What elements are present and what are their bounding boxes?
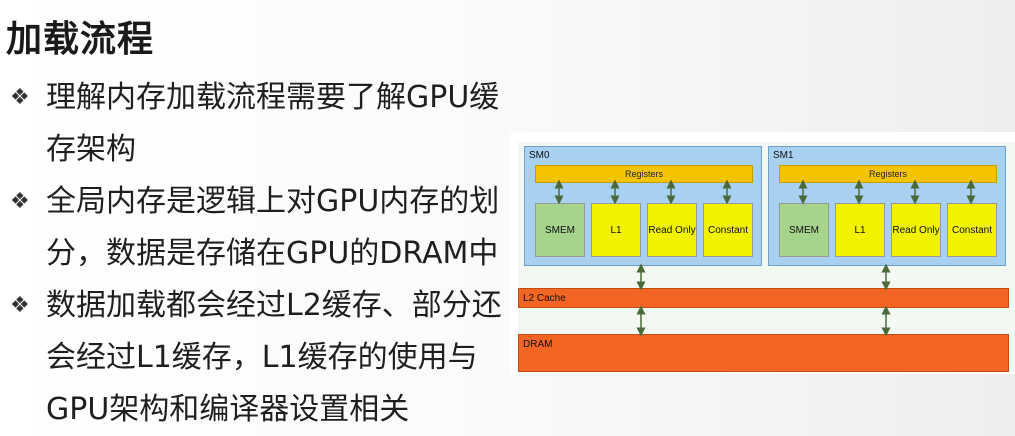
bullet-line: 分，数据是存储在GPU的DRAM中 — [46, 236, 499, 271]
bullet-item: ❖ 全局内存是逻辑上对GPU内存的划 分，数据是存储在GPU的DRAM中 — [6, 176, 506, 280]
bullet-line: 全局内存是逻辑上对GPU内存的划 — [46, 184, 500, 219]
bullet-line: 存架构 — [46, 132, 136, 167]
bullet-item: ❖ 数据加载都会经过L2缓存、部分还 会经过L1缓存，L1缓存的使用与 GPU架… — [6, 280, 506, 436]
sm1-registers: Registers — [779, 165, 997, 183]
connector-arrows — [554, 179, 976, 337]
sm0-read-only: Read Only — [647, 203, 697, 257]
sm0-l1: L1 — [591, 203, 641, 257]
sm1-l1: L1 — [835, 203, 885, 257]
sm1-read-only: Read Only — [891, 203, 941, 257]
l2-cache-bar: L2 Cache — [518, 288, 1009, 308]
sm0-registers: Registers — [535, 165, 753, 183]
bullet-item: ❖ 理解内存加载流程需要了解GPU缓 存架构 — [6, 72, 506, 176]
sm0-block: SM0 Registers SMEM L1 Read Only Constant — [524, 146, 762, 266]
sm0-constant: Constant — [703, 203, 753, 257]
dram-label: DRAM — [523, 339, 553, 350]
bullet-line: 理解内存加载流程需要了解GPU缓 — [46, 80, 500, 115]
slide-title: 加载流程 — [6, 19, 155, 60]
sm1-block: SM1 Registers SMEM L1 Read Only Constant — [768, 146, 1006, 266]
diamond-bullet-icon: ❖ — [10, 85, 30, 110]
gpu-memory-diagram: SM0 Registers SMEM L1 Read Only Constant… — [510, 132, 1015, 374]
sm0-smem: SMEM — [535, 203, 585, 257]
sm1-constant: Constant — [947, 203, 997, 257]
sm0-label: SM0 — [529, 150, 550, 161]
dram-bar: DRAM — [518, 334, 1009, 372]
l2-cache-label: L2 Cache — [523, 293, 566, 304]
sm1-label: SM1 — [773, 150, 794, 161]
bullet-line: 数据加载都会经过L2缓存、部分还 — [46, 288, 502, 323]
bullet-line: 会经过L1缓存，L1缓存的使用与 — [46, 340, 478, 375]
bullet-line: GPU架构和编译器设置相关 — [46, 392, 410, 427]
diamond-bullet-icon: ❖ — [10, 293, 30, 318]
diamond-bullet-icon: ❖ — [10, 189, 30, 214]
bullet-list: ❖ 理解内存加载流程需要了解GPU缓 存架构 ❖ 全局内存是逻辑上对GPU内存的… — [6, 72, 506, 436]
